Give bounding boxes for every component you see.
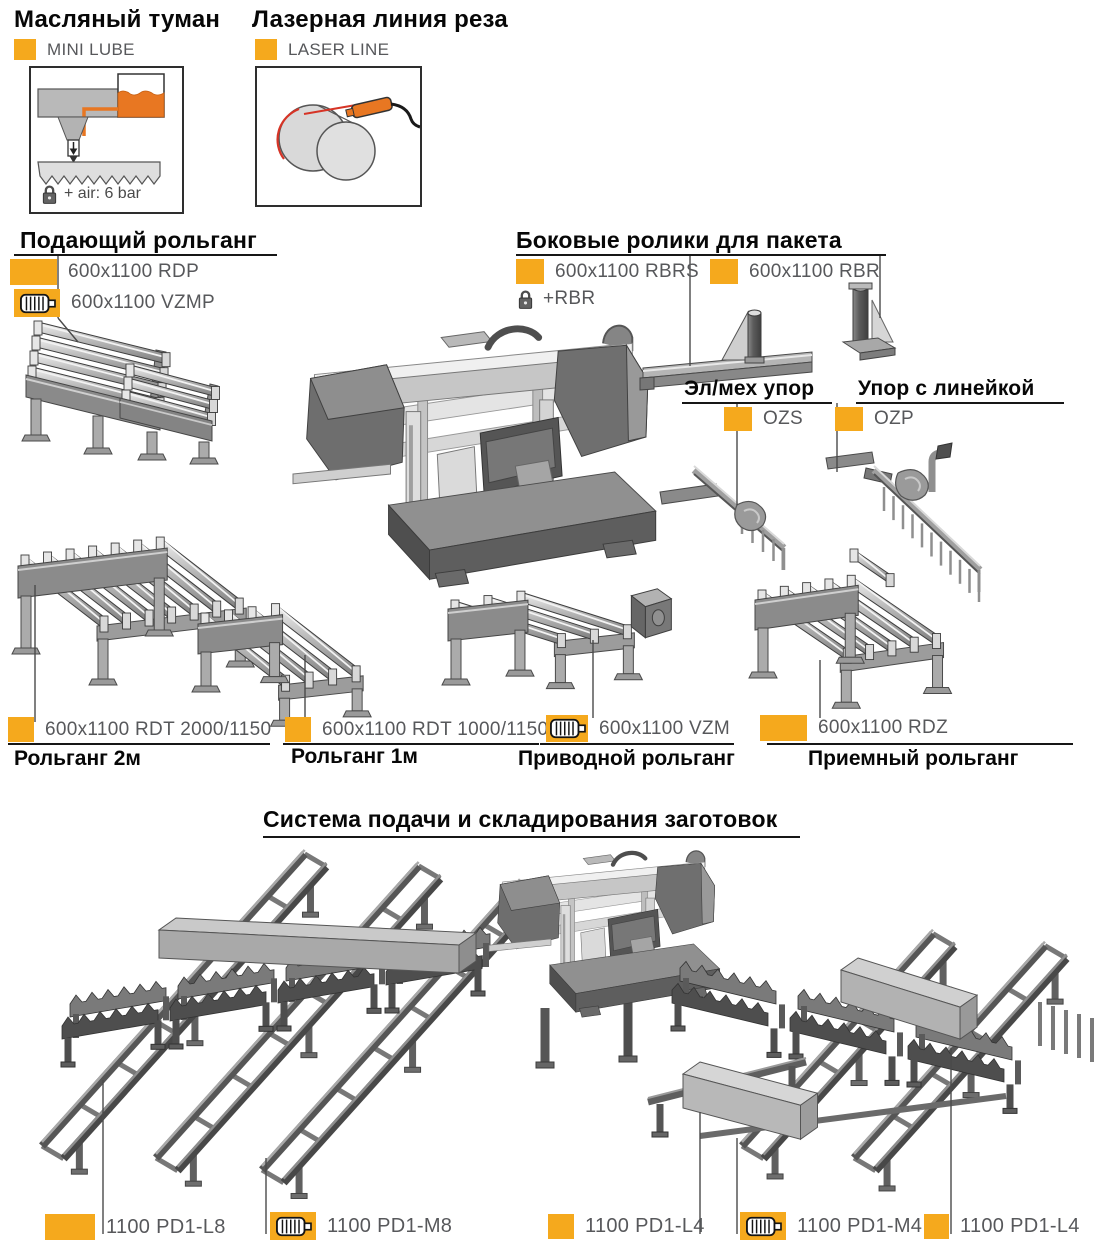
conveyor-receiving-drawing — [748, 548, 953, 709]
option-row-rdz: 600x1100 RDZ — [760, 715, 948, 741]
option-code: 1100 PD1-M8 — [327, 1214, 453, 1237]
label-underline — [540, 743, 734, 745]
lock-icon — [518, 290, 533, 309]
section-title-system: Система подачи и складирования заготовок — [263, 806, 778, 832]
label-underline — [767, 743, 1073, 745]
label-underline — [8, 743, 270, 745]
option-marker — [760, 715, 807, 741]
motor-option-marker — [546, 715, 588, 742]
title-underline — [263, 836, 800, 838]
option-marker — [924, 1214, 949, 1239]
conveyor-title-1m: Рольганг 1м — [291, 745, 418, 768]
option-code: 600x1100 RDT 2000/1150 — [45, 718, 272, 740]
conveyor-driven-drawing — [441, 588, 673, 690]
option-marker — [45, 1214, 95, 1240]
option-row-ozs: OZS — [724, 407, 803, 431]
section-title-side-rollers: Боковые ролики для пакета — [516, 227, 842, 253]
title-underline — [14, 254, 277, 256]
option-code: OZS — [763, 408, 803, 429]
option-code: 600x1100 RBR — [749, 260, 881, 282]
mini-lube-diagram — [29, 66, 184, 214]
option-row-laser-line: LASER LINE — [255, 39, 389, 60]
section-title-stop-ozs: Эл/мех упор — [684, 377, 815, 400]
option-code: 1100 PD1-L4 — [960, 1215, 1080, 1237]
conveyor-title-2m: Рольганг 2м — [14, 747, 141, 770]
option-marker — [548, 1214, 574, 1239]
option-marker — [710, 259, 738, 284]
motor-icon — [275, 1216, 312, 1236]
motor-icon — [19, 293, 56, 313]
option-marker — [10, 259, 57, 285]
lock-icon — [42, 185, 57, 204]
option-row-vzmp: 600x1100 VZMP — [14, 289, 215, 317]
option-row-pd1-m4: 1100 PD1-M4 — [740, 1212, 922, 1240]
option-row-pd1-m8: 1100 PD1-M8 — [270, 1212, 452, 1240]
title-underline — [516, 254, 886, 256]
option-row-ozp: OZP — [835, 407, 914, 431]
option-title-mini-lube: Масляный туман — [14, 6, 221, 33]
option-row-mini-lube: MINI LUBE — [14, 39, 135, 60]
option-code: 600x1100 VZMP — [71, 292, 216, 313]
side-roller-drawings — [639, 282, 897, 391]
label-underline — [283, 743, 539, 745]
air-note-row: + air: 6 bar — [42, 184, 141, 204]
conveyor-1m-drawing — [191, 603, 372, 727]
air-note: + air: 6 bar — [64, 185, 141, 202]
option-row-pd1-l8: 1100 PD1-L8 — [45, 1214, 226, 1240]
option-row-rbrs: 600x1100 RBRS — [516, 259, 699, 284]
option-code: 1100 PD1-M4 — [797, 1214, 923, 1237]
option-row-rbrs-note: +RBR — [518, 288, 595, 310]
option-code: 600x1100 RDZ — [818, 717, 948, 738]
option-code: 600x1100 RDT 1000/1150 — [322, 718, 549, 740]
option-row-rdt2000: 600x1100 RDT 2000/1150 — [8, 717, 271, 742]
option-marker — [14, 39, 36, 60]
option-marker — [516, 259, 544, 284]
option-row-pd1-l4-b: 1100 PD1-L4 — [924, 1214, 1080, 1239]
system-drawing — [39, 850, 1094, 1199]
infeed-conveyor-drawing — [21, 320, 220, 465]
title-underline — [856, 402, 1064, 404]
option-code: 1100 PD1-L4 — [585, 1215, 705, 1237]
option-marker — [8, 717, 34, 742]
bandsaw-drawing — [293, 326, 656, 587]
conveyor-title-driven: Приводной рольганг — [518, 747, 735, 770]
motor-option-marker — [740, 1212, 786, 1240]
option-row-rbr: 600x1100 RBR — [710, 259, 880, 284]
motor-icon — [745, 1216, 782, 1236]
section-title-stop-ozp: Упор с линейкой — [858, 377, 1035, 400]
option-marker — [255, 39, 277, 60]
motor-icon — [549, 718, 586, 739]
option-row-vzm: 600x1100 VZM — [546, 715, 730, 742]
option-row-rdp: 600x1100 RDP — [10, 259, 199, 285]
option-row-pd1-l4-a: 1100 PD1-L4 — [548, 1214, 705, 1239]
conveyor-title-receiving: Приемный рольганг — [808, 747, 1019, 770]
option-code: 600x1100 VZM — [599, 717, 731, 739]
motor-option-marker — [14, 289, 60, 317]
laser-line-diagram — [255, 66, 422, 207]
option-marker — [285, 717, 311, 742]
option-code: MINI LUBE — [47, 39, 135, 59]
option-note: +RBR — [543, 288, 596, 309]
option-code: 600x1100 RBRS — [555, 260, 700, 282]
stop-ozs-drawing — [659, 465, 787, 570]
option-code: 1100 PD1-L8 — [106, 1215, 226, 1238]
conveyor-2m-drawing — [11, 536, 256, 686]
motor-option-marker — [270, 1212, 316, 1240]
option-title-laser-line: Лазерная линия реза — [252, 6, 508, 33]
option-marker — [835, 407, 863, 431]
option-marker — [724, 407, 752, 431]
option-code: OZP — [874, 408, 914, 429]
option-code: LASER LINE — [288, 39, 390, 59]
stop-ozp-drawing — [825, 442, 983, 602]
title-underline — [682, 402, 832, 404]
option-code: 600x1100 RDP — [68, 261, 200, 282]
option-row-rdt1000: 600x1100 RDT 1000/1150 — [285, 717, 548, 742]
section-title-infeed: Подающий рольганг — [20, 227, 257, 253]
